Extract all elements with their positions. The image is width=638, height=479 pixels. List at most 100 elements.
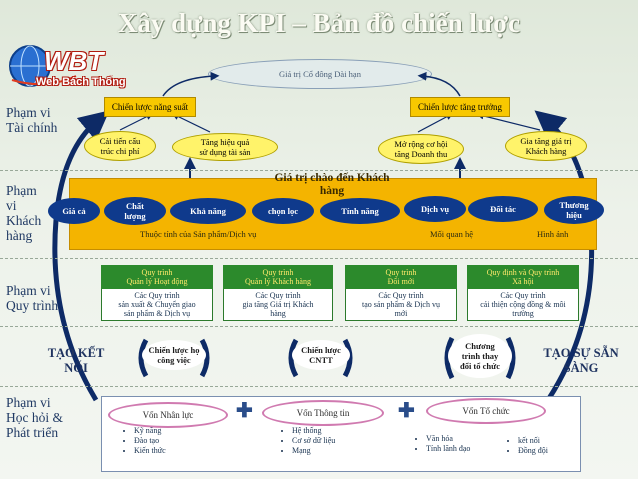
logo-brand: WBT [44,46,104,76]
body-line: Các Quy trình [255,291,301,300]
list-item: Kiến thức [134,446,166,456]
lane-label-learning: Phạm vi Học hỏi & Phát triển [6,395,63,440]
process-card: Quy trình Quản lý Khách hàng Các Quy trì… [223,265,333,321]
body-line: tạo sản phẩm & Dịch vụ [362,300,440,309]
attribute-label: Chất [126,201,144,211]
cycle-label: CNTT [309,355,333,365]
header-line: Xã hội [512,277,534,286]
process-card-body: Các Quy trình tạo sản phẩm & Dịch vụ mới [345,289,457,321]
cycle-label: Chiến lược họ [148,345,200,355]
customer-attribute-oval: chọn lọc [252,198,314,224]
plus-icon: ✚ [236,400,253,422]
lane-text: Phạm vi [6,105,51,120]
customer-value-heading: Giá trị chào đến Khách hàng [69,172,595,198]
lane-text: Phát triển [6,425,59,440]
logo-subtitle: Web Bách Thống [36,76,126,88]
header-line: Quản lý Hoạt động [126,277,188,286]
organization-capital-list: Văn hóa Tính lãnh đạo [414,434,470,454]
attribute-label: hiệu [566,210,582,220]
plus-icon: ✚ [398,400,415,422]
customer-attribute-oval: Giá cả [48,198,100,224]
lane-text: Khách [6,213,42,228]
human-capital-oval: Vốn Nhân lực [108,402,228,428]
text-line: TẠO KẾT [47,346,105,360]
information-capital-oval: Vốn Thông tin [262,400,384,426]
customer-label-relationship: Mối quan hệ [430,229,473,239]
customer-attribute-oval: Tính năng [320,198,400,224]
attribute-label: Khả năng [190,206,226,216]
lane-text: Phạm vi [6,395,51,410]
human-capital-list: Kỹ năng Đào tạo Kiến thức [122,426,166,456]
lane-label-customer: Phạm vi Khách hàng [6,183,41,243]
body-line: Các Quy trình [134,291,180,300]
header-line: Quy trình [385,268,417,277]
productivity-strategy-box: Chiến lược năng suất [104,97,196,117]
text-line: SÀNG [563,361,599,375]
attribute-label: lượng [124,211,146,221]
body-line: gia tăng Giá trị Khách [242,300,314,309]
oval-line: sử dụng tài sản [199,147,251,157]
page-title: Xây dựng KPI – Bản đồ chiến lược [117,8,521,38]
attribute-label: chọn lọc [268,206,298,216]
list-item: kết nối [518,436,548,446]
attribute-label: Đối tác [490,204,516,214]
body-line: mới [394,309,408,318]
list-item: Đào tạo [134,436,166,446]
process-card-header: Quy trình Quản lý Hoạt động [101,265,213,289]
attribute-label: Thương [559,200,589,210]
oval-line: Mở rộng cơ hội [394,139,448,149]
information-capital-list: Hệ thống Cơ sở dữ liệu Mạng [280,426,335,456]
lane-text: Phạm vi [6,283,51,298]
lane-label-finance: Phạm vi Tài chính [6,105,57,135]
process-card-header: Quy định và Quy trình Xã hội [467,265,579,289]
lane-text: Tài chính [6,120,58,135]
customer-attribute-oval: Khả năng [170,198,246,224]
body-line: Các Quy trình [378,291,424,300]
body-line: trường [512,309,534,318]
process-card-body: Các Quy trình sản xuất & Chuyển giao sản… [101,289,213,321]
oval-line: Tăng hiệu quả [200,137,250,147]
lane-text: vi [6,198,17,213]
lane-label-process: Phạm vi Quy trình [6,283,58,313]
oval-line: Khách hàng [525,146,567,156]
cycle-label: trình thay [461,351,499,361]
body-line: sản phẩm & Dịch vụ [123,309,191,318]
capital-title: Vốn Thông tin [296,408,350,418]
lane-divider [0,170,638,171]
oval-line: Cải tiến cấu [99,136,141,146]
cycle-label: Chương [465,341,495,351]
body-line: cải thiện cộng đồng & môi [480,300,566,309]
list-item: Hệ thống [292,426,335,436]
shareholder-value-label: Giá trị Cổ đông Dài hạn [279,69,361,79]
process-card: Quy trình Đổi mới Các Quy trình tạo sản … [345,265,457,321]
heading-line: Giá trị chào đến Khách [274,172,390,184]
attribute-label: Tính năng [341,206,379,216]
growth-strategy-box: Chiến lược tăng trưởng [410,97,510,117]
list-item: Văn hóa [426,434,470,444]
list-item: Đồng đội [518,446,548,456]
header-line: Đổi mới [387,277,415,286]
globe-logo-icon [9,45,77,87]
text-line: NỐI [64,361,88,375]
body-line: hàng [270,309,286,318]
header-line: Quy trình [141,268,173,277]
process-card-header: Quy trình Đổi mới [345,265,457,289]
organization-capital-list-2: kết nối Đồng đội [506,436,548,456]
lane-divider [0,386,638,387]
process-card: Quy trình Quản lý Hoạt động Các Quy trìn… [101,265,213,321]
list-item: Tính lãnh đạo [426,444,470,454]
cycle-label: đổi tổ chức [459,361,501,371]
body-line: sản xuất & Chuyển giao [118,300,196,309]
process-card-header: Quy trình Quản lý Khách hàng [223,265,333,289]
capital-title: Vốn Nhân lực [142,410,194,420]
customer-attribute-oval: Dịch vụ [404,196,466,222]
lane-divider [0,258,638,259]
customer-label-product-attributes: Thuộc tính của Sản phẩm/Dịch vụ [140,229,257,239]
header-line: Quy định và Quy trình [486,268,560,277]
list-item: Mạng [292,446,335,456]
capital-title: Vốn Tổ chức [462,406,510,416]
